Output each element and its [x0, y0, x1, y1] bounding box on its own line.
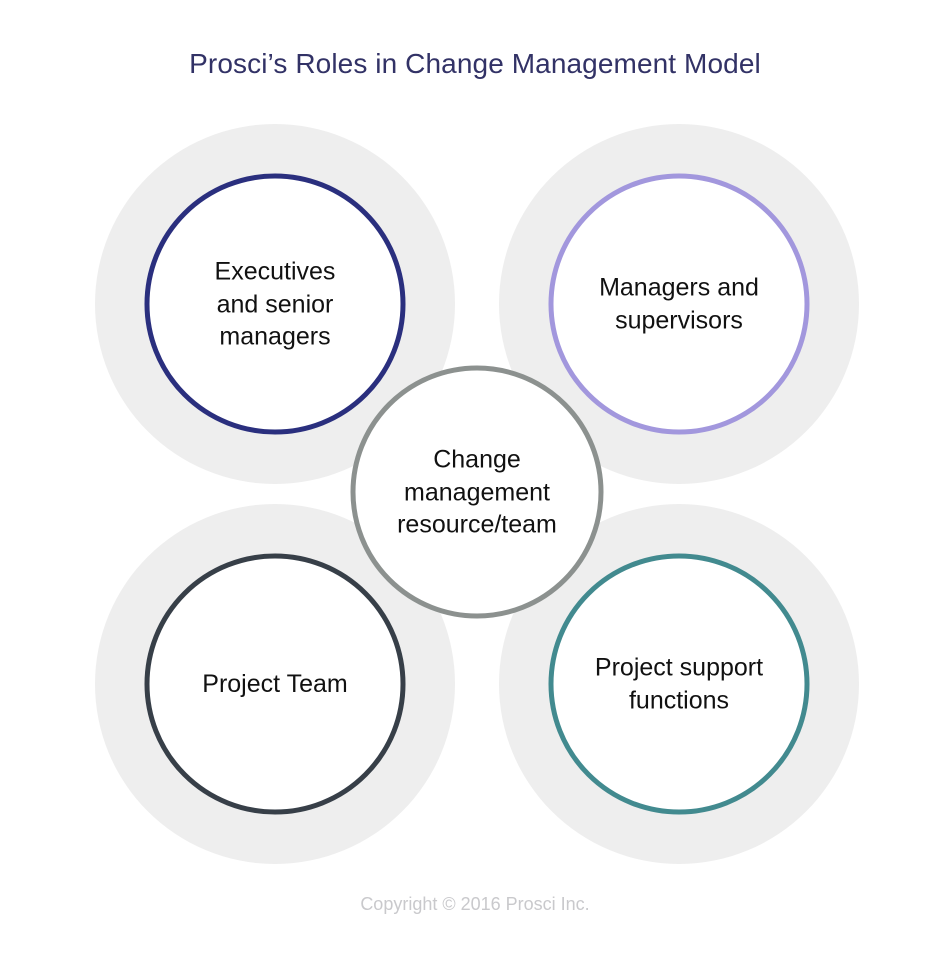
role-circle-executives-and-senior-managers[interactable] [144, 173, 406, 435]
copyright-notice: Copyright © 2016 Prosci Inc. [360, 894, 590, 914]
role-circle-project-support-functions[interactable] [548, 553, 810, 815]
role-circle-change-management-resource-team[interactable] [350, 365, 604, 619]
role-circle-group [144, 173, 810, 815]
role-circle-managers-and-supervisors[interactable] [548, 173, 810, 435]
page-title: Prosci’s Roles in Change Management Mode… [189, 48, 761, 79]
role-circle-project-team[interactable] [144, 553, 406, 815]
